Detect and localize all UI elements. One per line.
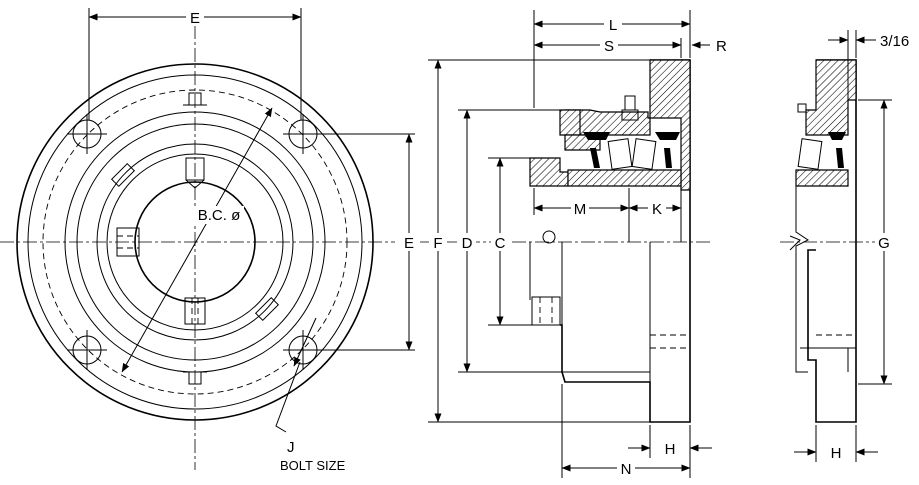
j-leader (275, 361, 301, 433)
label-d: D (462, 235, 473, 252)
label-three-sixteenths: 3/16 (880, 33, 909, 50)
label-c: C (495, 235, 506, 252)
label-j: J (287, 439, 295, 456)
right-housing-outline (807, 59, 857, 423)
bc-diameter-line (121, 107, 273, 373)
label-l: L (609, 17, 617, 34)
label-n: N (621, 461, 632, 478)
flange-outer-circle (16, 63, 374, 421)
bolt-circle (42, 89, 348, 395)
label-e-top: E (190, 10, 200, 27)
label-h-mid: H (665, 441, 676, 458)
grease-fitting-side (624, 95, 636, 111)
label-m: M (574, 201, 587, 218)
label-f: F (433, 235, 442, 252)
label-e-right: E (404, 235, 414, 252)
right-housing-section (805, 59, 857, 136)
roller-left (607, 138, 633, 170)
flange-inner-circle (27, 74, 363, 410)
label-s: S (604, 38, 614, 55)
roller-right-view (797, 138, 823, 170)
label-bolt-size: BOLT SIZE (280, 458, 346, 473)
label-h-right: H (831, 445, 842, 462)
label-g: G (878, 235, 890, 252)
set-screw-side (531, 296, 561, 326)
roller-right (631, 138, 657, 170)
side-section-view: F D C L S R M K (420, 10, 727, 478)
bc-label: B.C. ø (198, 207, 241, 224)
inner-ring-section (567, 169, 682, 187)
label-k: K (652, 201, 662, 218)
right-partial-view: G 3/16 H (780, 30, 909, 462)
label-r: R (716, 38, 727, 55)
bolt-holes (67, 114, 323, 370)
front-view: B.C. ø E E J BOLT SIZE (0, 8, 418, 473)
